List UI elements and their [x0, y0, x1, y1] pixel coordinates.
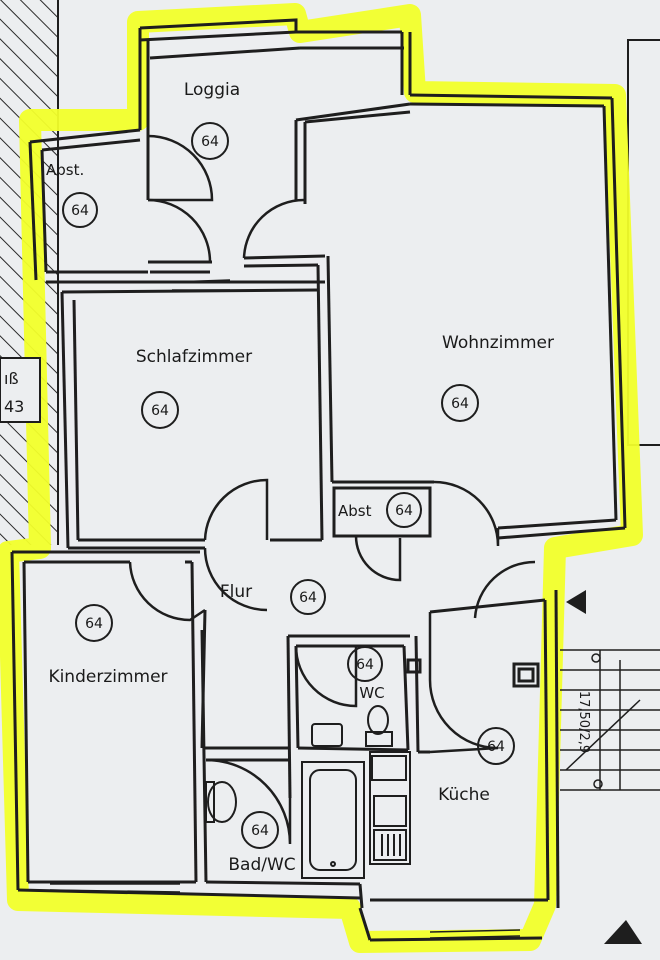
door-swings	[128, 134, 536, 845]
door-loggia-right	[147, 198, 212, 263]
door-abst-mid	[354, 535, 402, 582]
bathtub-inner	[309, 769, 357, 871]
room-wc-badge	[347, 646, 383, 682]
stair-label: 17,50/2,9	[576, 691, 591, 753]
kitchen-stove	[373, 795, 407, 827]
room-kinderzimmer-badge	[75, 604, 113, 642]
room-wohnzimmer-number: 64	[451, 396, 469, 412]
bottom-arrow-icon	[604, 920, 642, 944]
room-wohnzimmer-name: Wohnzimmer	[442, 333, 554, 353]
walls	[10, 18, 627, 942]
wc-toilet	[367, 705, 389, 735]
room-kinderzimmer-number: 64	[85, 616, 103, 632]
room-kueche-name: Küche	[438, 785, 490, 805]
room-flur-number: 64	[299, 590, 317, 606]
room-wc-name: WC	[359, 684, 384, 702]
room-wc: 64 WC	[347, 646, 385, 702]
door-schlafzimmer	[203, 478, 269, 541]
edge-label-line1: ıß	[4, 369, 19, 388]
bad-cistern	[205, 781, 215, 823]
door-wc	[294, 645, 358, 708]
door-flur-main	[203, 547, 268, 612]
room-abst-mid: Abst 64	[338, 492, 422, 528]
inner-thin-lines	[49, 46, 521, 939]
door-wohnzimmer-top	[242, 198, 305, 259]
room-kinderzimmer-name: Kinderzimmer	[48, 667, 167, 687]
bathtub	[301, 761, 365, 879]
door-kueche-left	[428, 612, 499, 754]
room-wohnzimmer: Wohnzimmer 64	[441, 333, 554, 422]
room-abst-top-badge	[62, 192, 98, 228]
kitchen-counter	[369, 751, 411, 865]
room-kueche-badge	[477, 727, 515, 765]
room-wohnzimmer-badge	[441, 384, 479, 422]
room-schlafzimmer: Schlafzimmer 64	[136, 347, 252, 429]
room-loggia-number: 64	[201, 134, 219, 150]
room-loggia-name: Loggia	[184, 80, 240, 100]
room-kueche: 64 Küche	[438, 727, 515, 805]
room-schlafzimmer-name: Schlafzimmer	[136, 347, 252, 367]
door-bad	[205, 758, 292, 845]
edge-label-line2: 43	[4, 397, 24, 416]
room-abst-top-name: Abst.	[46, 161, 84, 179]
room-loggia-badge	[191, 122, 229, 160]
door-wohnzimmer-bottom	[433, 480, 500, 547]
fixtures	[205, 705, 411, 879]
apartment-highlight	[0, 3, 643, 953]
room-bad-wc-badge	[241, 811, 279, 849]
room-abst-top: Abst. 64	[46, 161, 98, 228]
wc-washbasin	[311, 723, 343, 747]
edge-label-box	[0, 357, 41, 423]
room-abst-top-number: 64	[71, 203, 89, 219]
room-bad-wc: 64 Bad/WC	[228, 811, 296, 875]
room-schlafzimmer-number: 64	[151, 403, 169, 419]
room-flur-badge	[290, 579, 326, 615]
room-abst-mid-number: 64	[395, 503, 413, 519]
bathtub-drain	[330, 861, 336, 867]
room-loggia: Loggia 64	[184, 80, 240, 160]
room-abst-mid-badge	[386, 492, 422, 528]
room-kueche-number: 64	[487, 739, 505, 755]
room-kinderzimmer: 64 Kinderzimmer	[48, 604, 168, 687]
door-kueche-top	[473, 560, 536, 619]
room-schlafzimmer-badge	[141, 391, 179, 429]
door-flur-left	[128, 561, 206, 622]
door-loggia-left	[147, 134, 214, 202]
room-bad-wc-number: 64	[251, 823, 269, 839]
kitchen-fridge-grill	[373, 829, 407, 861]
room-bad-wc-name: Bad/WC	[228, 855, 295, 875]
room-wc-number: 64	[356, 657, 374, 673]
room-flur-name: Flur	[220, 582, 252, 602]
entrance-arrow-icon	[566, 590, 586, 614]
stairwell	[560, 649, 660, 791]
bad-toilet	[207, 781, 237, 823]
room-abst-mid-name: Abst	[338, 502, 372, 520]
kitchen-sink	[371, 755, 407, 781]
wc-cistern	[365, 731, 393, 747]
room-flur: Flur 64	[220, 579, 326, 615]
